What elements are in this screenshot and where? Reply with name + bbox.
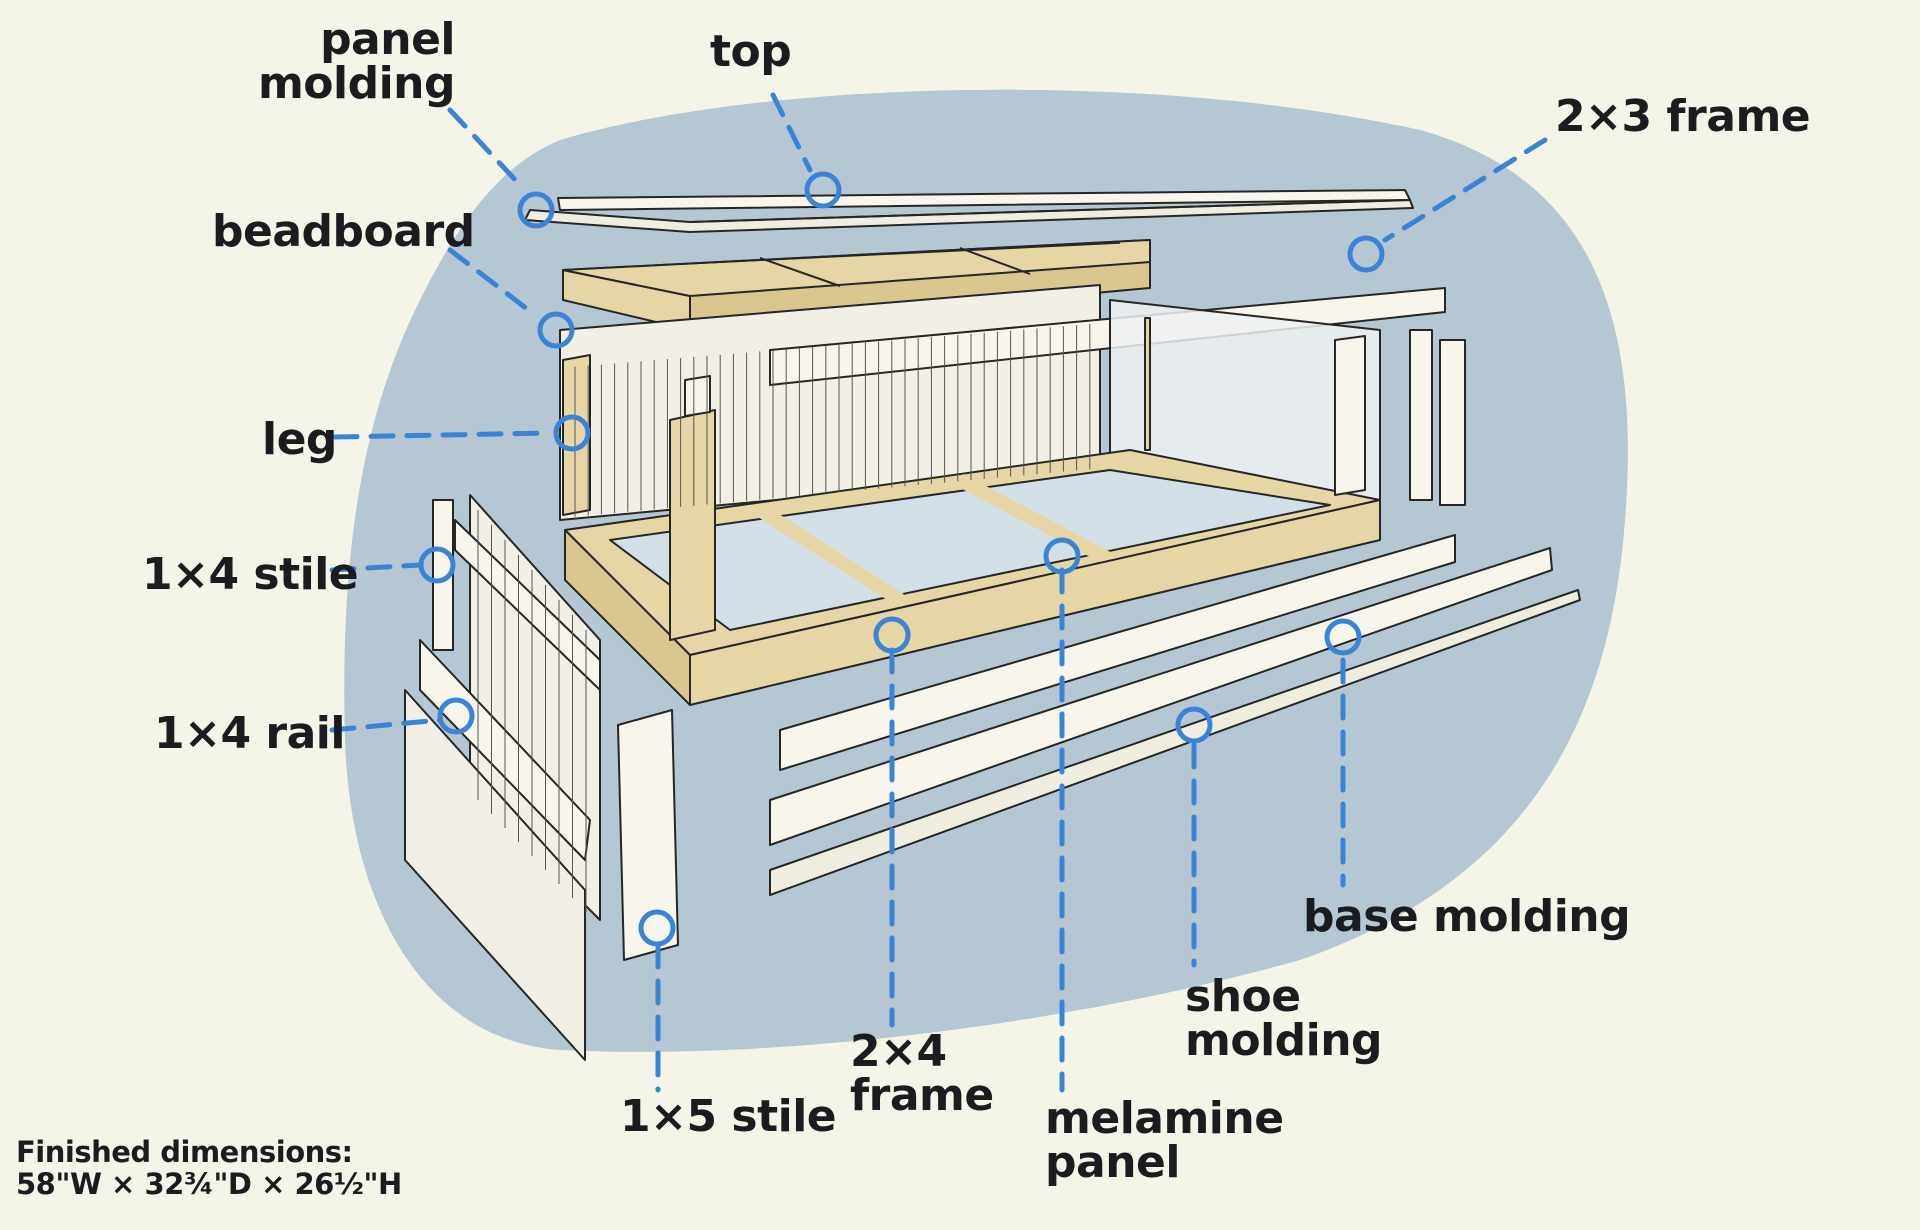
label-panel-molding: panel molding [257,14,456,109]
callout-circles [418,171,1385,947]
callout-2x4-frame [873,616,911,654]
callout-beadboard [537,311,575,349]
label-1x4-stile: 1×4 stile [142,549,359,600]
callout-top [804,171,842,209]
long-molding-3 [769,589,1581,896]
label-2x3-frame: 2×3 frame [1555,91,1811,142]
left-end-rail-bottom [404,689,586,1061]
right-end-stile-a [1409,329,1433,501]
front-left-leg [669,409,716,641]
stile-1x5 [617,709,679,961]
leader-leg [332,430,553,440]
label-beadboard: beadboard [212,206,475,257]
leader-2x3-frame [1382,137,1548,243]
label-top: top [710,26,792,77]
leader-top [770,92,813,173]
back-left-leg [562,354,591,516]
top-rail [769,287,1446,386]
label-base-molding: base molding [1303,891,1631,942]
long-molding-1 [779,534,1456,771]
callout-leg [553,414,591,452]
leader-1x4-rail [329,717,443,733]
callout-1x4-stile [418,546,456,584]
label-2x4-frame: 2×4 frame [850,1026,994,1121]
label-leg: leg [262,414,337,465]
callout-shoe-molding [1175,706,1213,744]
callout-base-molding [1324,618,1362,656]
leader-panel-molding [447,107,523,188]
leader-lines [329,92,1548,1093]
beadboard-grooves [477,324,1091,912]
label-melamine-panel: melamine panel [1045,1093,1284,1188]
leader-beadboard [447,247,538,318]
left-end-stile-back [432,499,454,651]
callout-melamine-panel [1043,537,1081,575]
callout-1x4-rail [437,697,475,735]
right-end-stile-b [1439,339,1466,506]
right-leg [1334,335,1366,496]
leader-1x4-stile [329,562,423,573]
label-shoe-molding: shoe molding [1185,971,1383,1066]
dimensions-value: 58"W × 32¾"D × 26½"H [16,1167,402,1201]
dimensions-title: Finished dimensions: [16,1135,353,1169]
label-1x5-stile: 1×5 stile [620,1091,837,1142]
callout-2x3-frame [1347,235,1385,273]
long-molding-2 [769,547,1553,846]
callout-panel-molding [517,191,555,229]
label-1x4-rail: 1×4 rail [154,708,345,759]
callout-1x5-stile [638,909,676,947]
finished-dimensions: Finished dimensions: 58"W × 32¾"D × 26½"… [16,1136,402,1200]
